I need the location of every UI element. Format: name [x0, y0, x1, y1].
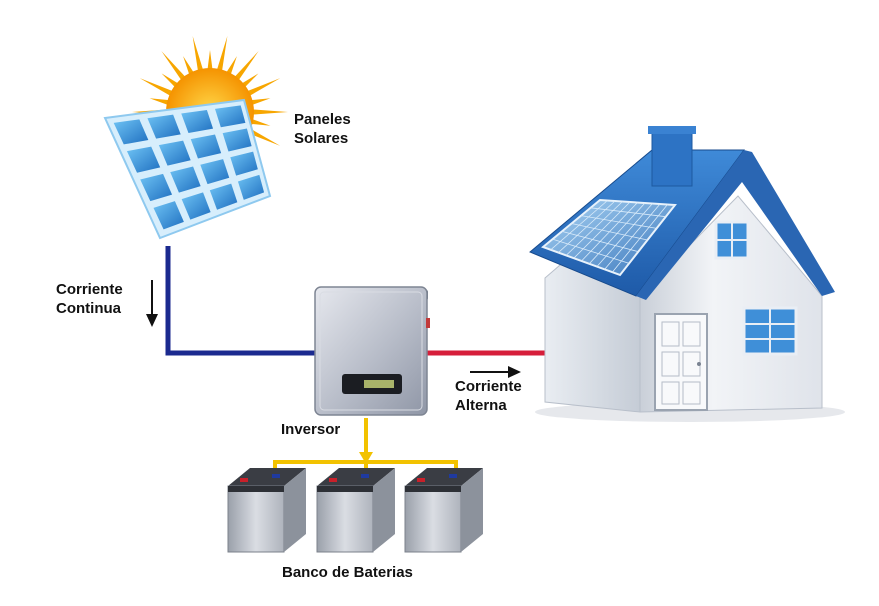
- ac-arrow-icon: [470, 366, 521, 378]
- dc-wire: [165, 246, 318, 356]
- dc-label-line1: Corriente: [56, 281, 123, 298]
- dc-label-line2: Continua: [56, 300, 121, 317]
- inverter-label: Inversor: [281, 421, 341, 438]
- battery-icon: [316, 468, 395, 553]
- panels-label-line1: Paneles: [294, 111, 351, 128]
- solar-panel-icon: [103, 98, 272, 240]
- panels-label-line2: Solares: [294, 130, 349, 147]
- ac-label-line1: Corriente: [455, 378, 522, 395]
- battery-wire-arrow-icon: [359, 452, 373, 464]
- ac-label: Corriente Alterna: [455, 377, 522, 415]
- house-icon: [529, 126, 845, 422]
- dc-arrow-icon: [146, 280, 158, 327]
- ac-label-line2: Alterna: [455, 397, 507, 414]
- battery-bank-label: Banco de Baterias: [282, 564, 413, 581]
- battery-icon: [227, 468, 306, 553]
- panels-label: Paneles Solares: [294, 110, 351, 148]
- dc-label: Corriente Continua: [56, 280, 123, 318]
- inverter-icon: [314, 286, 430, 416]
- battery-icon: [404, 468, 483, 553]
